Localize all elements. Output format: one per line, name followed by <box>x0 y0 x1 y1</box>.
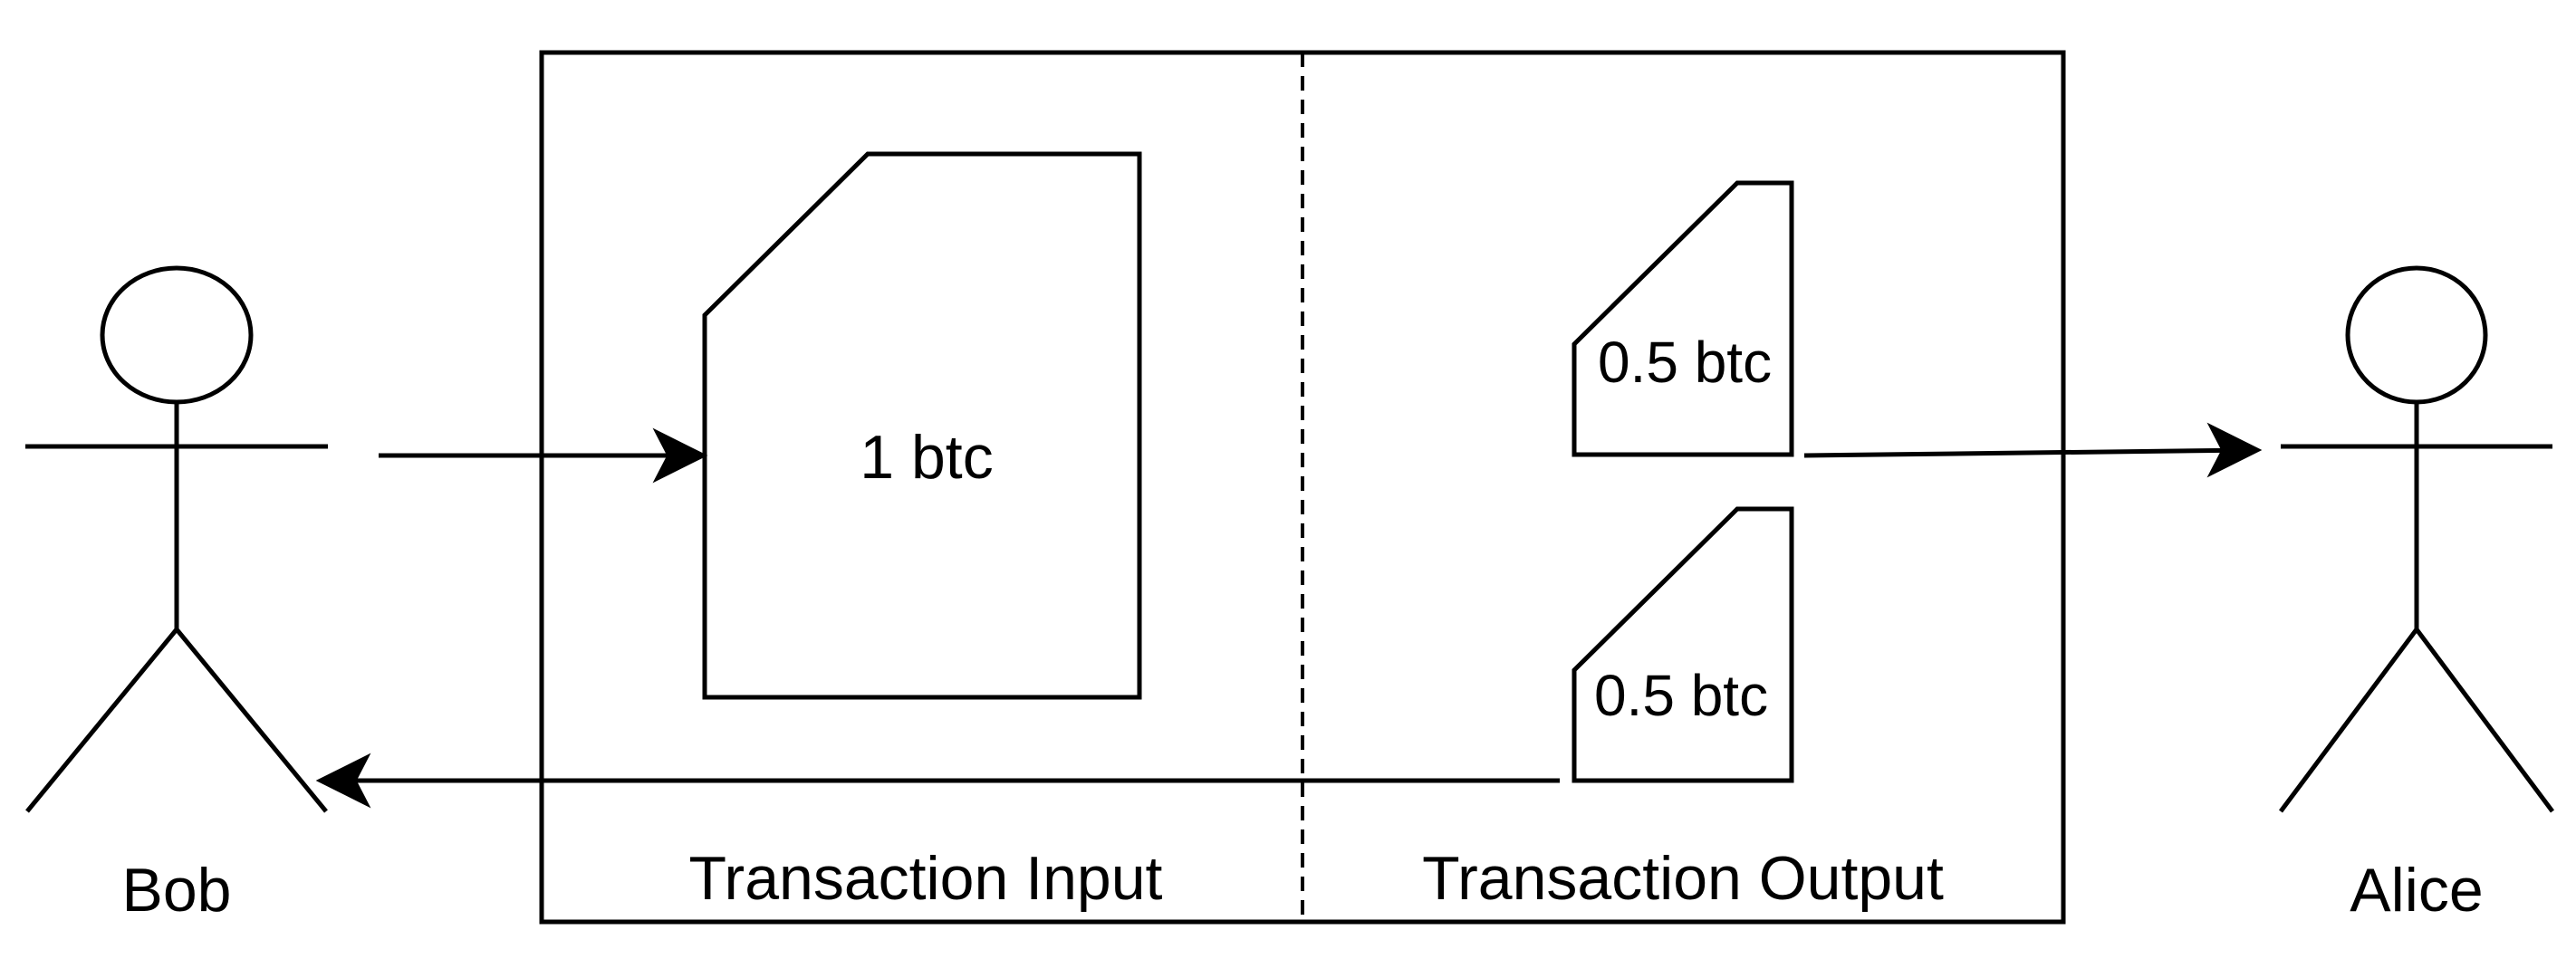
output-card-top-amount: 0.5 btc <box>1598 330 1772 395</box>
output-card-bottom <box>1572 506 1794 783</box>
alice-actor-figure <box>2278 265 2555 813</box>
input-section-label: Transaction Input <box>689 844 1163 913</box>
arrowhead-output-to-alice <box>2206 422 2263 478</box>
bob-leg-left <box>25 628 178 813</box>
arrowhead-bob-to-input <box>652 427 708 484</box>
output-section-label: Transaction Output <box>1422 844 1944 913</box>
arrow-output-to-alice <box>1803 447 2254 458</box>
bob-leg-right <box>175 628 328 813</box>
alice-label: Alice <box>2350 856 2483 925</box>
input-card <box>702 151 1142 700</box>
input-card-amount: 1 btc <box>860 423 993 492</box>
arrowhead-output-to-bob <box>315 753 371 809</box>
bob-head <box>100 265 254 405</box>
output-card-bottom-amount: 0.5 btc <box>1594 663 1768 728</box>
output-card-top <box>1572 180 1794 457</box>
alice-head <box>2345 265 2488 405</box>
alice-leg-right <box>2414 628 2555 813</box>
bob-label: Bob <box>122 856 232 925</box>
bob-actor-figure <box>25 265 328 813</box>
alice-leg-left <box>2278 628 2419 813</box>
